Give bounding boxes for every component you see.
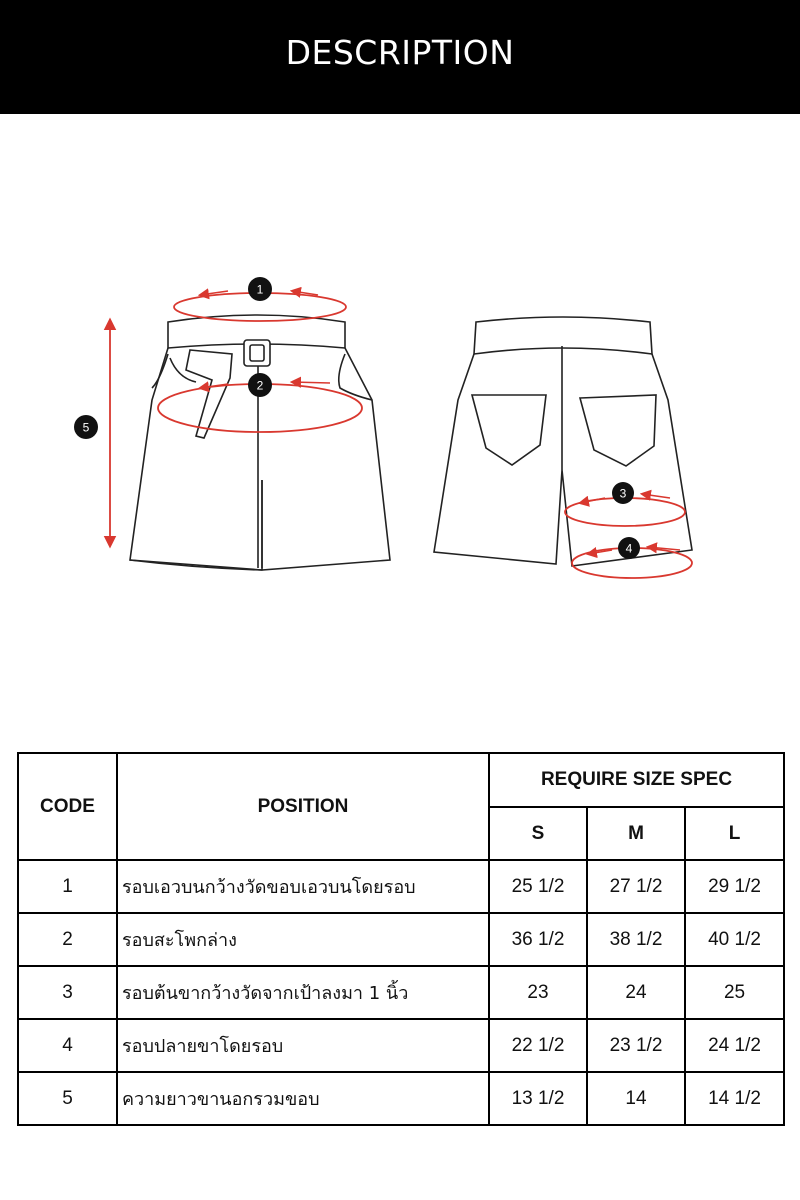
marker-5 [74, 415, 98, 439]
table-row: 3 รอบต้นขากว้างวัดจากเป้าลงมา 1 นิ้ว 23 … [17, 965, 786, 1020]
marker-4-label: 4 [626, 542, 633, 556]
row-position: รอบสะโพกล่าง [116, 912, 490, 967]
marker-4 [618, 537, 640, 559]
row-size-l: 25 [683, 965, 786, 1020]
row-size-m: 27 1/2 [586, 859, 686, 914]
row-position: รอบเอวบนกว้างวัดขอบเอวบนโดยรอบ [116, 859, 490, 914]
measure-hip: 2 [157, 373, 363, 433]
shorts-front-view [129, 314, 391, 571]
row-size-m: 23 1/2 [586, 1018, 686, 1073]
header-size-s: S [488, 806, 588, 861]
shorts-back-view [433, 316, 693, 567]
row-size-s: 25 1/2 [488, 859, 588, 914]
table-row: 5 ความยาวขานอกรวมขอบ 13 1/2 14 14 1/2 [17, 1071, 786, 1126]
marker-5-label: 5 [83, 421, 90, 435]
row-size-m: 14 [586, 1071, 686, 1126]
header-size-m: M [586, 806, 686, 861]
marker-1 [248, 277, 272, 301]
marker-3-label: 3 [620, 487, 627, 501]
measure-thigh: 3 [564, 482, 686, 527]
marker-2-label: 2 [257, 379, 264, 393]
row-size-m: 38 1/2 [586, 912, 686, 967]
header-position: POSITION [116, 752, 490, 861]
page-title: DESCRIPTION [285, 32, 515, 72]
shorts-measurement-diagram: 1 2 5 3 4 [74, 277, 693, 579]
row-size-s: 23 [488, 965, 588, 1020]
row-size-m: 24 [586, 965, 686, 1020]
header-code: CODE [17, 752, 118, 861]
row-size-l: 14 1/2 [683, 1071, 786, 1126]
measure-leg-opening: 4 [571, 537, 693, 579]
header-size-l: L [683, 806, 786, 861]
marker-3 [612, 482, 634, 504]
table-row: 4 รอบปลายขาโดยรอบ 22 1/2 23 1/2 24 1/2 [17, 1018, 786, 1073]
table-row: 1 รอบเอวบนกว้างวัดขอบเอวบนโดยรอบ 25 1/2 … [17, 859, 786, 914]
header-require-size-spec: REQUIRE SIZE SPEC [487, 752, 786, 808]
row-position: รอบปลายขาโดยรอบ [116, 1018, 490, 1073]
marker-2 [248, 373, 272, 397]
row-size-l: 24 1/2 [683, 1018, 786, 1073]
row-size-s: 13 1/2 [488, 1071, 588, 1126]
marker-1-label: 1 [257, 283, 264, 297]
measure-waist: 1 [173, 277, 347, 322]
measure-outseam: 5 [74, 317, 117, 549]
table-row: 2 รอบสะโพกล่าง 36 1/2 38 1/2 40 1/2 [17, 912, 786, 967]
row-code: 1 [17, 859, 118, 914]
row-size-s: 22 1/2 [488, 1018, 588, 1073]
row-size-l: 40 1/2 [683, 912, 786, 967]
row-code: 3 [17, 965, 118, 1020]
row-code: 4 [17, 1018, 118, 1073]
row-size-l: 29 1/2 [683, 859, 786, 914]
size-spec-table: CODE POSITION REQUIRE SIZE SPEC S M L 1 … [17, 752, 786, 1126]
row-code: 2 [17, 912, 118, 967]
row-code: 5 [17, 1071, 118, 1126]
header-bar: DESCRIPTION [0, 0, 800, 114]
row-position: ความยาวขานอกรวมขอบ [116, 1071, 490, 1126]
row-position: รอบต้นขากว้างวัดจากเป้าลงมา 1 นิ้ว [116, 965, 490, 1020]
row-size-s: 36 1/2 [488, 912, 588, 967]
